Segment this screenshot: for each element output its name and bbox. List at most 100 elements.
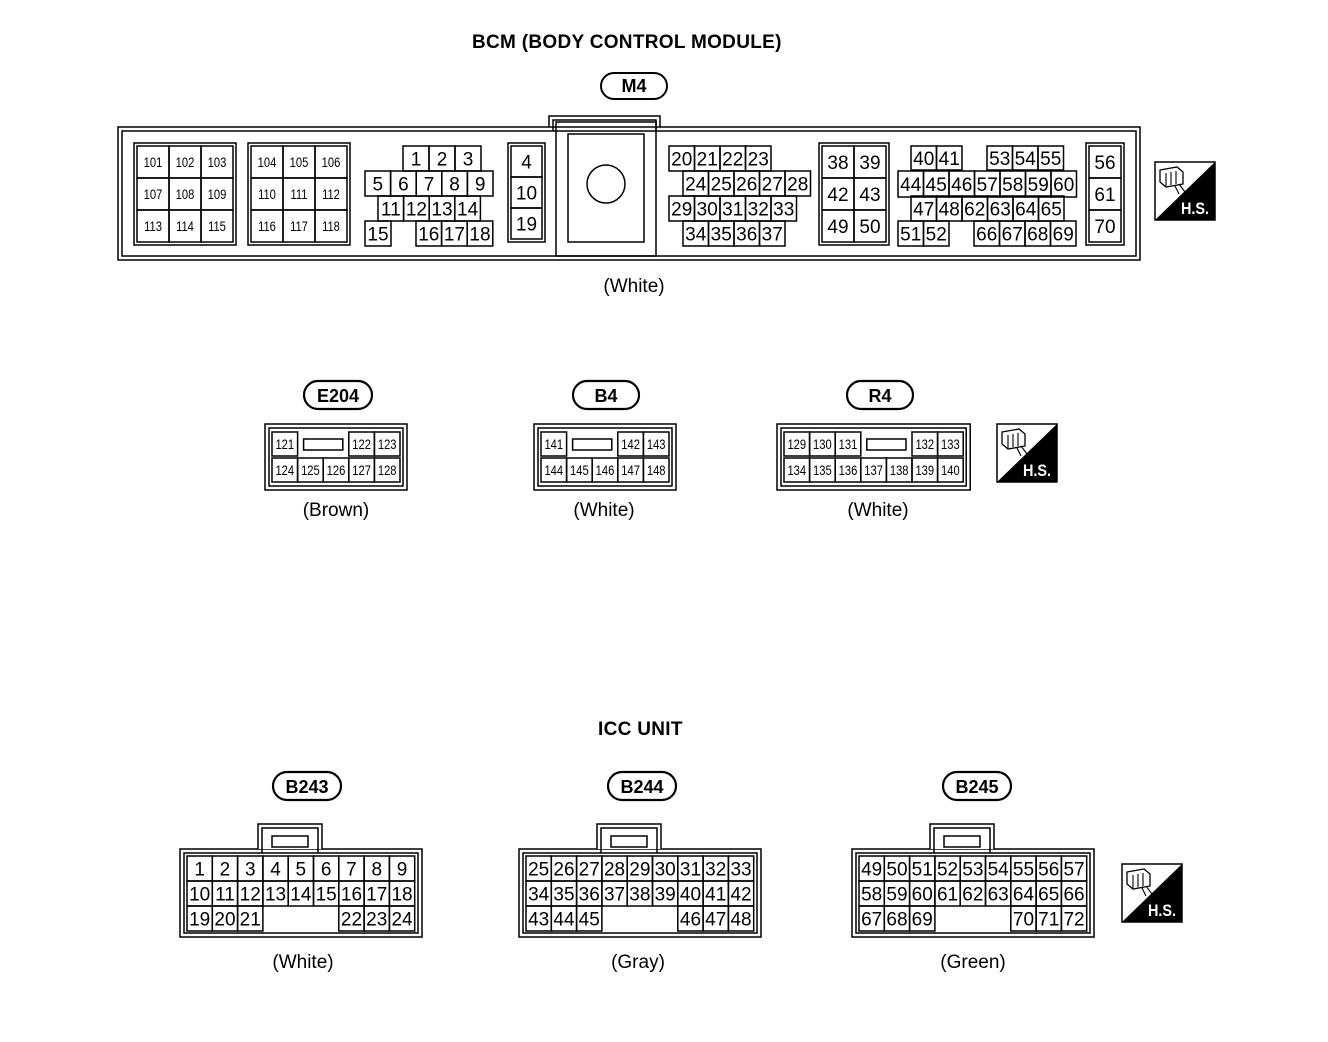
pin-number: 42	[827, 185, 848, 206]
pin-cell: 22	[719, 145, 747, 172]
pin-box	[936, 457, 964, 483]
pin-cell: 31	[719, 195, 747, 222]
pin-cell: 109	[200, 177, 234, 211]
pin-number: 31	[680, 859, 701, 880]
pin-number: 133	[941, 437, 960, 452]
connector-lock-slot	[571, 438, 613, 451]
pin-cell: 1	[402, 145, 430, 172]
pin-box	[466, 220, 494, 247]
pin-number: 57	[977, 175, 998, 196]
pin-cell: 9	[466, 170, 494, 197]
pin-number: 148	[647, 463, 666, 478]
pin-cell: 58	[999, 170, 1027, 198]
pin-number: 51	[900, 224, 921, 245]
pin-cell: 54	[984, 855, 1012, 882]
pin-cell: 147	[617, 457, 645, 483]
pin-number: 36	[736, 224, 757, 245]
pin-cell: 4	[262, 855, 289, 882]
connector-lock-tab-inner	[261, 827, 319, 853]
pin-cell: 70	[1088, 209, 1122, 243]
connector-lock-slot	[271, 835, 309, 848]
pin-cell: 9	[388, 855, 416, 882]
hs-plug-wires	[1132, 873, 1144, 888]
pin-number: 146	[596, 463, 615, 478]
connector-housing-outer	[533, 423, 677, 491]
pin-number: 33	[730, 859, 751, 880]
connector-housing-inner	[183, 852, 419, 934]
pin-cell: 37	[601, 880, 628, 907]
pin-number: 58	[1002, 175, 1023, 196]
pin-number: 18	[391, 884, 412, 905]
pin-cell: 18	[388, 880, 416, 907]
pin-number: 48	[939, 199, 960, 220]
pin-number: 143	[647, 437, 666, 452]
bcm-block-frame	[247, 142, 351, 246]
pin-number: 67	[1002, 224, 1023, 245]
pin-number: 43	[859, 185, 880, 206]
pin-number: 64	[1015, 199, 1037, 220]
pin-cell: 46	[677, 905, 704, 932]
bcm-center-housing	[555, 121, 657, 257]
pin-number: 13	[265, 884, 286, 905]
pin-cell: 24	[388, 905, 416, 932]
pin-number: 60	[912, 884, 933, 905]
pin-cell: 7	[338, 855, 365, 882]
pin-number: 70	[1094, 217, 1115, 238]
pin-number: 6	[321, 859, 332, 880]
pin-cell: 121	[271, 431, 299, 457]
pin-box	[758, 220, 786, 247]
pin-number: 49	[861, 859, 882, 880]
pin-cell: 134	[783, 457, 811, 483]
pin-cell: 145	[565, 457, 593, 483]
pin-cell: 30	[651, 855, 679, 882]
pin-cell: 106	[314, 145, 348, 179]
pin-number: 34	[528, 884, 550, 905]
connector-lock-tab-inner	[600, 827, 658, 853]
pin-cell: 19	[510, 207, 543, 240]
pin-number: 25	[711, 174, 732, 195]
pin-number: 63	[990, 199, 1011, 220]
pin-number: 136	[839, 463, 858, 478]
pin-cell: 123	[373, 431, 401, 457]
pin-number: 15	[316, 884, 337, 905]
badge-e204-text: E204	[317, 386, 359, 406]
badge-r4-text: R4	[868, 386, 891, 406]
pin-number: 54	[988, 859, 1010, 880]
pin-number: 15	[367, 224, 388, 245]
connector-lock-tab-inner	[933, 827, 991, 853]
pin-cell: 32	[702, 855, 730, 882]
connector-housing-inner	[268, 427, 404, 487]
pin-number: 66	[1063, 884, 1084, 905]
pin-number: 35	[711, 224, 732, 245]
pin-box	[373, 431, 401, 457]
pin-number: 141	[544, 437, 563, 452]
pin-number: 21	[240, 909, 261, 930]
pin-cell: 135	[808, 457, 836, 483]
pin-cell: 23	[744, 145, 772, 172]
hs-plug-leads	[1174, 183, 1186, 195]
pin-cell: 48	[935, 195, 963, 222]
pin-cell: 27	[575, 855, 603, 882]
pin-cell: 32	[744, 195, 772, 222]
pin-cell: 12	[402, 195, 430, 222]
color-b244: (Gray)	[611, 952, 665, 973]
pin-cell: 17	[440, 220, 468, 247]
pin-number: 61	[1094, 185, 1115, 206]
pin-box	[388, 905, 416, 932]
pin-cell: 115	[200, 209, 234, 243]
pin-number: 48	[730, 909, 751, 930]
bcm-block-frame	[133, 142, 237, 246]
pin-number: 121	[275, 437, 294, 452]
connector-lock-slot	[302, 438, 344, 451]
pin-number: 24	[391, 909, 413, 930]
badge-b244	[606, 770, 678, 802]
pin-number: 8	[449, 174, 460, 195]
pin-number: 103	[208, 155, 227, 170]
pin-cell: 3	[454, 145, 482, 172]
pin-cell: 28	[784, 170, 812, 197]
